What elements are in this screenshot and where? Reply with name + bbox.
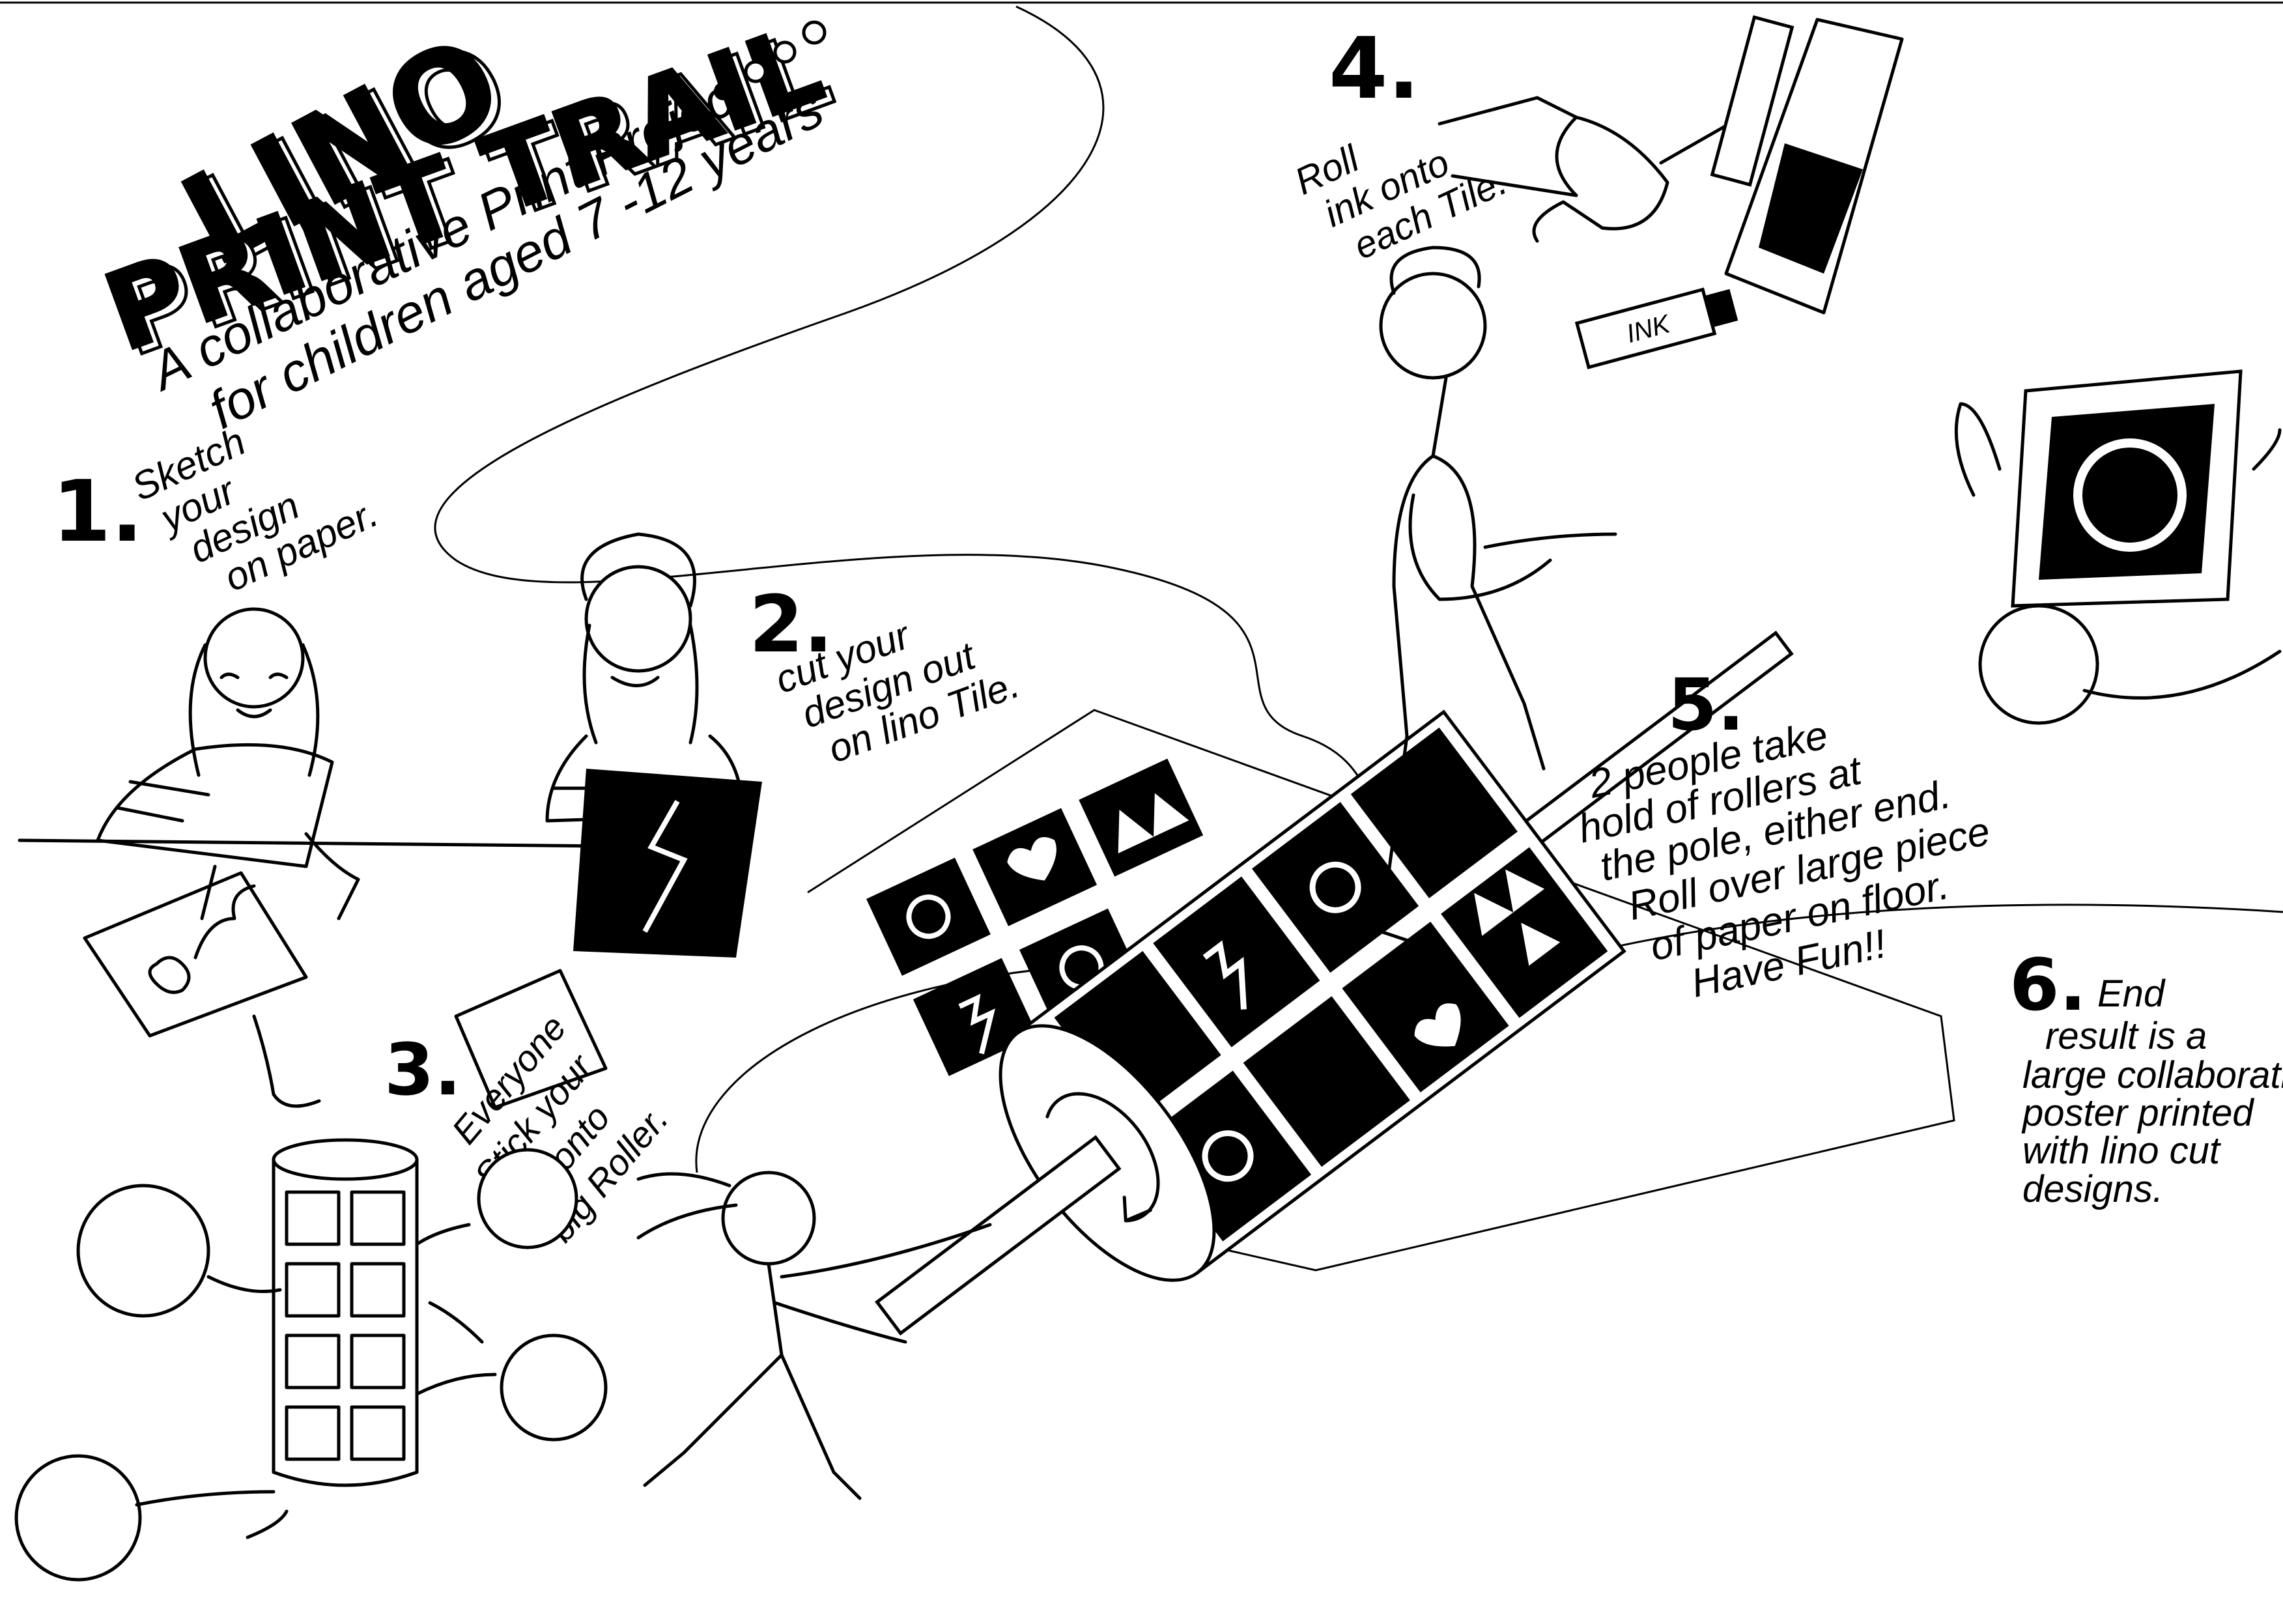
step-1: 1. Sketch your design on paper. bbox=[18, 420, 679, 1038]
inking-tray bbox=[1724, 18, 1904, 315]
step-1-number: 1. bbox=[52, 462, 143, 561]
roller-pole-right bbox=[1524, 631, 1794, 844]
roller-tiles bbox=[1054, 727, 1608, 1242]
step-2-number: 2. bbox=[749, 580, 833, 670]
group-of-children bbox=[14, 1014, 608, 1582]
step-6-number: 6. bbox=[2009, 943, 2086, 1027]
flower-sketch bbox=[148, 884, 256, 994]
adult-with-roller-pole bbox=[1379, 246, 1617, 947]
upright-roller bbox=[272, 1138, 419, 1487]
ink-roller bbox=[1710, 15, 1794, 187]
step-6: 6. End result is a large collaborative p… bbox=[2009, 943, 2283, 1210]
title-dots bbox=[650, 20, 827, 132]
roller-pole-left bbox=[875, 1135, 1122, 1336]
step-6-text: End result is a large collaborative post… bbox=[2021, 973, 2283, 1210]
big-roller bbox=[875, 631, 1794, 1336]
step-5: 5. 2 people take hold of rollers at the … bbox=[1566, 663, 2023, 1023]
step-3-number: 3. bbox=[384, 1028, 461, 1111]
child-sketching bbox=[18, 607, 679, 920]
sketch-paper bbox=[83, 871, 308, 1038]
hand-with-ink-roller bbox=[1438, 15, 1794, 243]
step-4-number: 4. bbox=[1329, 19, 1420, 118]
lino-tile-black bbox=[573, 769, 762, 958]
step-3: 3. Everyone Stick your Tile onto big Rol… bbox=[14, 1007, 676, 1582]
ink-tube: INK bbox=[1574, 287, 1738, 369]
large-paper-sheet bbox=[807, 709, 1955, 1272]
person-holding-print bbox=[1954, 369, 2282, 725]
design-sketch-paper bbox=[454, 969, 608, 1109]
child-pushing-roller bbox=[636, 1171, 992, 1500]
title-block: LINO LINO PRINT TRAIL PRINT TRAIL A coll… bbox=[89, 0, 848, 440]
rotation-arrow-icon bbox=[1045, 1092, 1160, 1223]
step-5-number: 5. bbox=[1667, 663, 1744, 747]
step-5-text: 2 people take hold of rollers at the pol… bbox=[1566, 681, 2023, 1023]
